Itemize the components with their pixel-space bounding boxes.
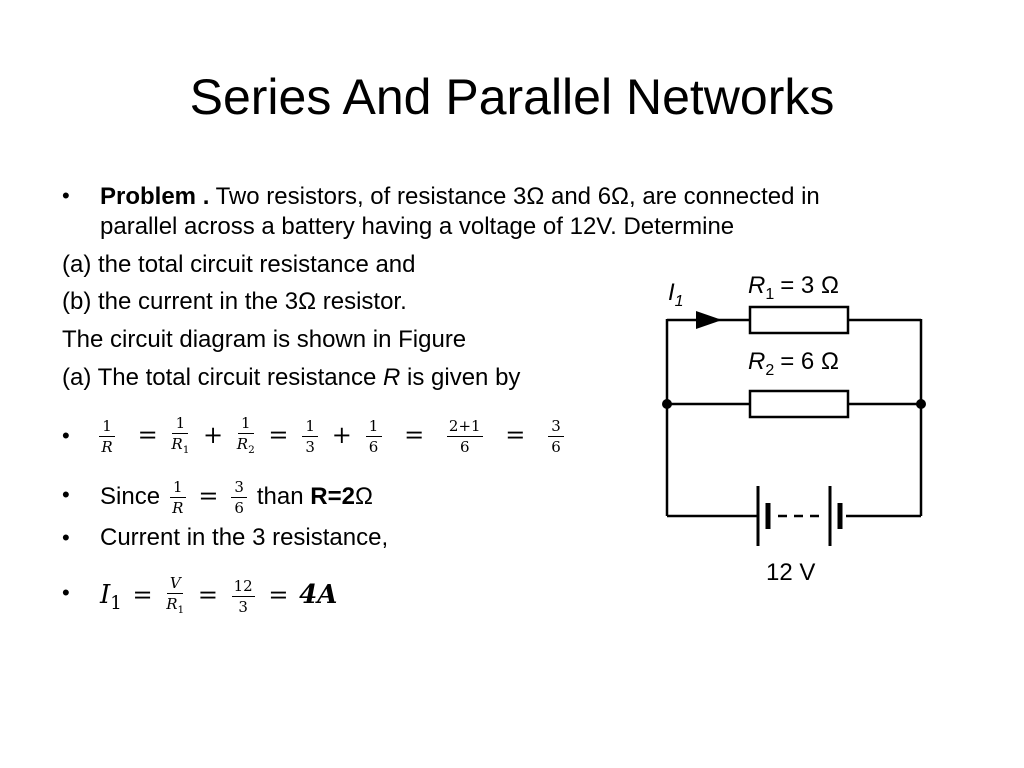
resistor-r2 [748,389,850,419]
solution-a-prefix: (a) The total circuit resistance [62,364,377,391]
since-unit: Ω [354,483,373,510]
bullet-marker: • [62,183,70,208]
problem-line-1: Problem . Two resistors, of resistance 3… [100,182,820,212]
current-result: 4A [299,580,338,610]
figure-note: The circuit diagram is shown in Figure [62,326,467,353]
part-b: (b) the current in the 3Ω resistor. [62,288,407,315]
bullet-marker: • [62,482,70,507]
fraction-v-over-r1: V R1 [166,574,185,616]
r2-label: R2= 6 Ω [748,348,839,379]
since-result: R=2 [310,483,355,510]
bullet-marker: • [62,423,70,448]
fraction-1-over-r: 1 R [99,416,115,457]
resistor-r1 [748,305,850,335]
current-text: Current in the 3 resistance, [100,524,389,551]
slide-title: Series And Parallel Networks [189,69,835,125]
junction-dot [916,399,926,409]
fraction-1-over-r2: 1 R2 [236,414,255,456]
current-arrow-icon [696,311,722,329]
fraction-1-over-r: 1 R [169,477,186,518]
fraction-12-over-3: 12 3 [231,577,255,616]
fraction-1-over-r1: 1 R1 [171,414,190,456]
fraction-3-over-6: 3 6 [231,477,248,518]
bullet-marker: • [62,525,70,550]
junction-dot [662,399,672,409]
fraction-1-over-3: 1 3 [302,416,319,457]
problem-label: Problem . [100,183,210,210]
current-label: I1 [668,279,684,310]
problem-text-2: parallel across a battery having a volta… [100,213,735,240]
fraction-2plus1-over-6: 2+1 6 [446,417,483,456]
since-then: than [256,483,304,510]
solution-a: (a) The total circuit resistance R is gi… [62,363,520,393]
bullet-marker: • [62,580,70,605]
solution-a-var: R [383,364,401,391]
fraction-3-over-6: 3 6 [547,416,564,457]
fraction-1-over-6: 1 6 [365,416,382,457]
r1-label: R1= 3 Ω [748,272,839,303]
solution-a-suffix: is given by [407,364,521,391]
current-symbol: I1 [100,580,122,615]
part-a: (a) the total circuit resistance and [62,251,416,278]
battery-label: 12 V [766,559,815,586]
equation-current: I1 = V R1 = 12 3 = 4A [100,565,337,634]
equation-total-resistance: 1 R = 1 R1 + 1 R2 = 1 3 + 1 6 = 2+1 6 = … [96,405,567,465]
since-line: Since 1 R = 3 6 than R=2Ω [100,477,373,518]
problem-text-1: Two resistors, of resistance 3Ω and 6Ω, … [215,183,820,210]
since-label: Since [100,483,161,510]
